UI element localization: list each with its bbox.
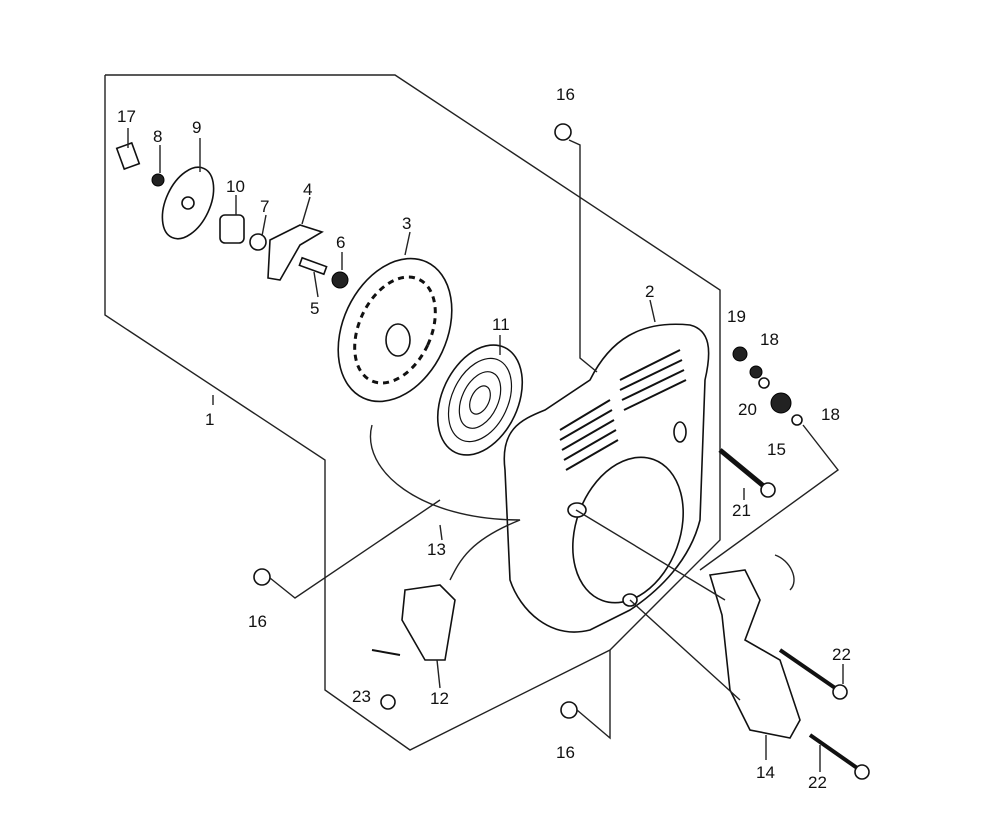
part-labels: 17 8 9 10 7 4 6 3 5 16 2 11 1 13 16 12 2… — [117, 85, 851, 792]
label-2: 2 — [645, 282, 654, 301]
label-22-bottom: 22 — [808, 773, 827, 792]
label-18-right: 18 — [821, 405, 840, 424]
label-11: 11 — [492, 315, 510, 334]
label-8: 8 — [153, 127, 162, 146]
label-16-top: 16 — [556, 85, 575, 104]
label-20: 20 — [738, 400, 757, 419]
label-10: 10 — [226, 177, 245, 196]
small-parts — [115, 123, 803, 719]
starter-case — [503, 323, 710, 633]
label-21: 21 — [732, 501, 751, 520]
label-13: 13 — [427, 540, 446, 559]
starter-rope — [369, 424, 521, 661]
label-7: 7 — [260, 197, 269, 216]
label-14: 14 — [756, 763, 775, 782]
label-6: 6 — [336, 233, 345, 252]
assembly-outline — [104, 74, 721, 751]
label-5: 5 — [310, 299, 319, 318]
label-16-bottom: 16 — [556, 743, 575, 762]
label-23: 23 — [352, 687, 371, 706]
label-22-top: 22 — [832, 645, 851, 664]
label-9: 9 — [192, 118, 201, 137]
label-12: 12 — [430, 689, 449, 708]
label-19: 19 — [727, 307, 746, 326]
label-4: 4 — [303, 180, 312, 199]
label-18-top: 18 — [760, 330, 779, 349]
ratchet-plate — [161, 166, 215, 240]
leader-lines — [127, 128, 844, 772]
recoil-spring — [436, 344, 524, 456]
reel-pulley — [337, 257, 453, 403]
label-1: 1 — [205, 410, 214, 429]
label-15: 15 — [767, 440, 786, 459]
label-3: 3 — [402, 214, 411, 233]
label-17: 17 — [117, 107, 136, 126]
mounting-bracket — [708, 554, 870, 780]
label-16-left: 16 — [248, 612, 267, 631]
